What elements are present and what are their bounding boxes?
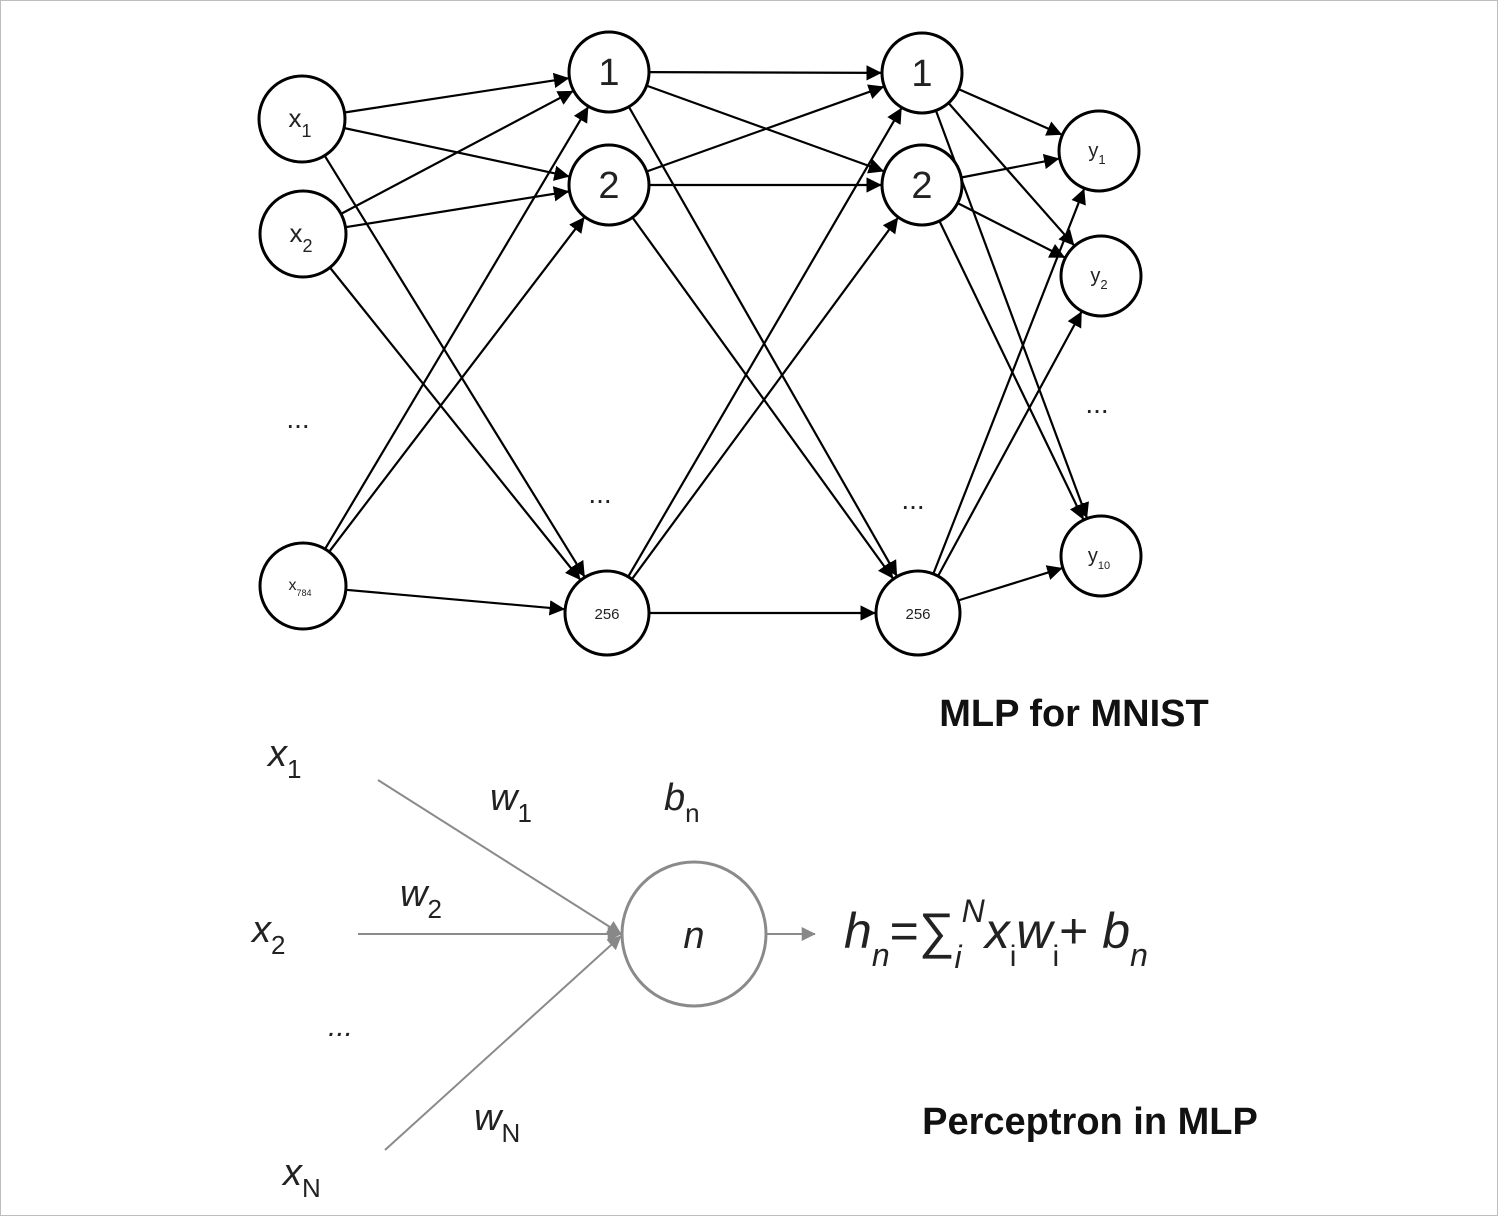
svg-text:x784: x784 (288, 577, 311, 598)
input-node-x784: x784 (258, 541, 348, 631)
perceptron-neuron-label: n (683, 915, 704, 957)
hidden1-node-1-label: 1 (598, 52, 619, 94)
perceptron-input-x2: x2 (250, 909, 285, 960)
hidden1-node-2-label: 2 (598, 165, 619, 207)
output-node-y2-sub: 2 (1100, 277, 1107, 292)
perceptron-diagram: n x1 x2 ... xN w1 w2 wN bn hn=∑iNxiwi+ b… (250, 733, 1148, 1203)
hidden2-node-1: 1 (880, 31, 964, 115)
perceptron-input-xn: xN (281, 1152, 321, 1203)
mlp-caption: MLP for MNIST (939, 693, 1209, 735)
output-node-y2-name: y (1090, 265, 1100, 287)
svg-text:y2: y2 (1090, 265, 1107, 292)
mlp-edge-6 (324, 106, 589, 550)
hidden2-ellipsis: ... (901, 484, 924, 515)
perceptron-neuron (620, 860, 768, 1008)
perceptron-input-x1: x1 (266, 733, 301, 784)
hidden2-node-256: 256 (874, 569, 962, 657)
svg-text:y1: y1 (1088, 140, 1105, 167)
mlp-edge-15 (627, 107, 903, 578)
perceptron-caption: Perceptron in MLP (922, 1101, 1258, 1143)
output-node-y2: y2 (1059, 234, 1143, 318)
mlp-edge-24 (932, 188, 1086, 575)
perceptron-formula: hn=∑iNxiwi+ bn (844, 893, 1148, 975)
mlp-edge-19 (947, 102, 1075, 246)
input-node-x1-sub: 1 (301, 121, 311, 141)
mlp-edge-18 (958, 88, 1063, 136)
mlp-edge-2 (323, 155, 586, 578)
svg-text:y10: y10 (1088, 545, 1110, 572)
hidden1-ellipsis: ... (588, 478, 611, 509)
input-node-x2-name: x (289, 218, 302, 248)
mlp-edge-5 (329, 266, 581, 581)
mlp-edge-0 (344, 72, 570, 114)
hidden2-node-256-label: 256 (905, 606, 930, 623)
input-node-x784-name: x (288, 577, 296, 594)
input-node-x2: x2 (258, 189, 348, 279)
hidden1-node-1: 1 (567, 30, 651, 114)
mlp-edge-14 (631, 216, 894, 579)
hidden2-node-2: 2 (880, 143, 964, 227)
output-layer-ellipsis: ... (1085, 388, 1108, 419)
mlp-edge-25 (937, 311, 1083, 577)
mlp-connections (323, 65, 1089, 621)
output-node-y1-sub: 1 (1098, 152, 1105, 167)
input-node-x784-sub: 784 (296, 588, 311, 598)
input-node-x1-name: x (288, 103, 301, 133)
mlp-edge-26 (957, 565, 1063, 602)
mlp-edge-22 (957, 202, 1066, 259)
mlp-edge-12 (646, 84, 885, 173)
mlp-edge-4 (345, 186, 570, 229)
mlp-edge-3 (340, 90, 574, 215)
svg-text:x2: x2 (289, 218, 312, 256)
mlp-edge-16 (631, 217, 899, 580)
input-layer-ellipsis: ... (286, 403, 309, 434)
output-node-y10-sub: 10 (1098, 560, 1110, 572)
perceptron-weight-wn: wN (474, 1097, 520, 1148)
output-node-y1: y1 (1057, 109, 1141, 193)
perceptron-input-ellipsis: ... (328, 1010, 353, 1043)
hidden2-node-2-label: 2 (911, 165, 932, 207)
perceptron-edge-x1 (377, 779, 622, 935)
hidden1-node-256: 256 (563, 569, 651, 657)
perceptron-weight-w2: w2 (400, 873, 442, 924)
output-node-y1-name: y (1088, 140, 1098, 162)
hidden1-node-256-label: 256 (594, 606, 619, 623)
mlp-edge-23 (938, 220, 1085, 520)
hidden1-node-2: 2 (567, 143, 651, 227)
svg-text:x1: x1 (288, 103, 311, 141)
mlp-edge-7 (328, 216, 585, 553)
hidden2-node-1-label: 1 (911, 53, 932, 95)
mlp-edge-8 (345, 588, 565, 616)
perceptron-bias: bn (664, 777, 700, 828)
input-node-x2-sub: 2 (302, 236, 312, 256)
input-node-x1: x1 (257, 74, 347, 164)
output-node-y10: y10 (1059, 514, 1143, 598)
perceptron-edge-xn (384, 935, 622, 1151)
mlp-edge-21 (961, 153, 1060, 179)
perceptron-weight-w1: w1 (490, 777, 532, 828)
output-node-y10-name: y (1088, 545, 1098, 567)
mlp-edge-9 (648, 65, 882, 81)
